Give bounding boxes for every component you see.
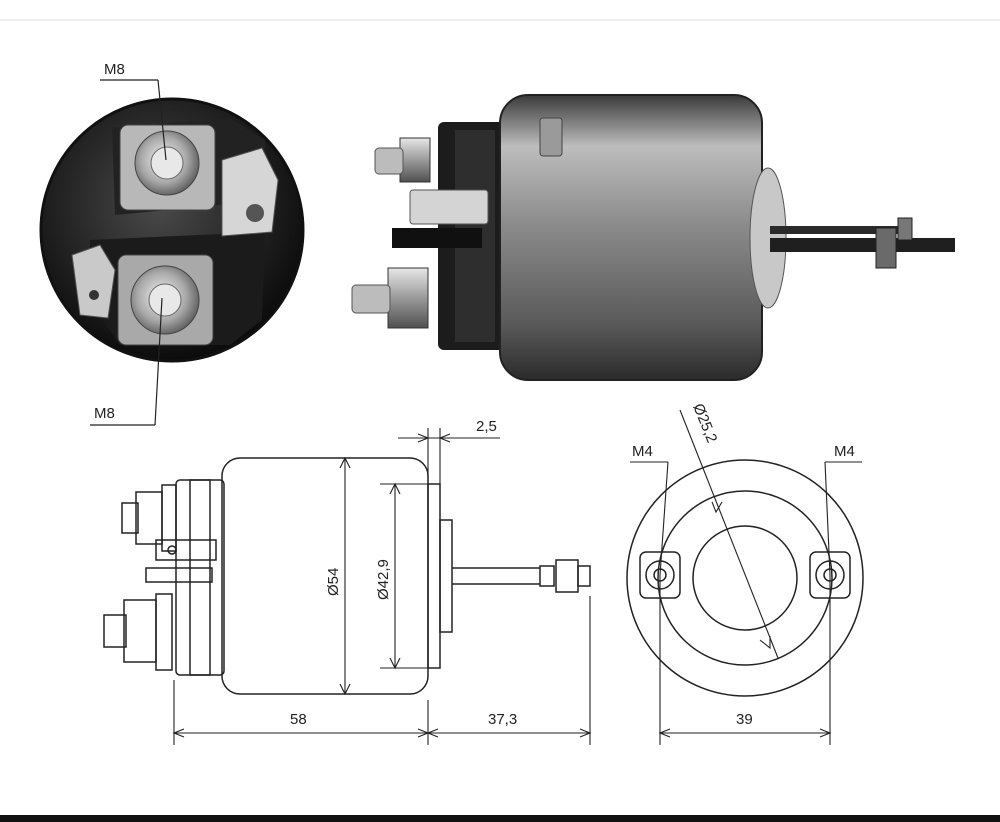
outer-circle — [626, 459, 864, 697]
dim-body-length: 58 — [290, 711, 307, 728]
terminal-tab — [221, 147, 279, 237]
plunger-tip-outline — [577, 565, 591, 587]
side-photo-view — [351, 94, 955, 381]
arrow — [426, 728, 592, 738]
side-line-drawing — [103, 457, 591, 695]
m8-bottom-label: M8 — [94, 405, 115, 422]
dim-inner-diameter: Ø42,9 — [375, 559, 392, 600]
upper-nut — [399, 137, 431, 183]
m8-top-callout: M8 — [100, 61, 167, 161]
arrow — [759, 636, 771, 650]
plunger-nut — [875, 227, 897, 269]
mounting-end-dimensions — [630, 409, 862, 745]
lower-thread — [351, 284, 391, 314]
arrow — [417, 433, 451, 443]
lower-nut — [387, 267, 429, 329]
m8-top-label: M8 — [104, 61, 125, 78]
bore-circle — [692, 525, 798, 631]
arrow — [711, 501, 723, 514]
spade-outline — [155, 539, 217, 561]
lower-stud — [148, 283, 182, 317]
m4-left-leader — [659, 461, 669, 576]
plunger-rod — [770, 238, 955, 252]
terminal-tab-hole — [246, 204, 264, 222]
bottom-frame-bar — [0, 815, 1000, 822]
callout-leader — [157, 79, 167, 161]
mounting-end-drawing — [626, 459, 864, 697]
arrow — [658, 728, 832, 738]
housing-outline — [175, 479, 225, 676]
m4-right-label: M4 — [834, 443, 855, 460]
callout-leader — [154, 297, 163, 426]
upper-stud — [150, 146, 184, 180]
lower-washer-outline — [155, 593, 173, 671]
dim-flange-thickness: 2,5 — [476, 418, 497, 435]
dim-plunger-extension: 37,3 — [488, 711, 517, 728]
upper-stud-thread-outline — [121, 502, 139, 534]
dim-bore-diameter: Ø25,2 — [689, 401, 720, 445]
upper-stud-nut-outline — [135, 491, 163, 545]
solenoid-body — [499, 94, 763, 381]
body-tab — [539, 117, 563, 157]
dim-stud-spacing: 39 — [736, 711, 753, 728]
dim-body-diameter: Ø54 — [325, 568, 342, 596]
plunger-end-nut-outline — [555, 559, 579, 593]
m4-right-leader — [824, 461, 831, 576]
lower-stud-nut-outline — [123, 599, 157, 663]
plunger-nut-outline — [539, 565, 555, 587]
spade-bracket — [392, 228, 482, 248]
arrow — [339, 456, 351, 696]
dim-line-bore-diameter — [679, 409, 779, 659]
lug-hole — [89, 290, 99, 300]
flange-outline — [427, 483, 441, 669]
lower-lug — [71, 244, 116, 319]
boss-outline — [439, 519, 453, 633]
m8-bottom-callout: M8 — [90, 297, 163, 426]
bracket-outline — [145, 567, 213, 583]
side-dimensions — [172, 428, 592, 745]
m4-left-label: M4 — [632, 443, 653, 460]
terminal-end-view — [39, 97, 305, 363]
plunger-rod-upper — [770, 226, 910, 234]
upper-thread — [374, 147, 404, 175]
spade-hole — [167, 545, 177, 555]
spade-terminal — [409, 189, 489, 225]
housing-inner — [189, 479, 211, 676]
lower-stud-thread-outline — [103, 614, 127, 648]
middle-circle — [657, 490, 833, 666]
plunger-washer — [897, 217, 913, 241]
upper-washer-outline — [161, 484, 177, 552]
